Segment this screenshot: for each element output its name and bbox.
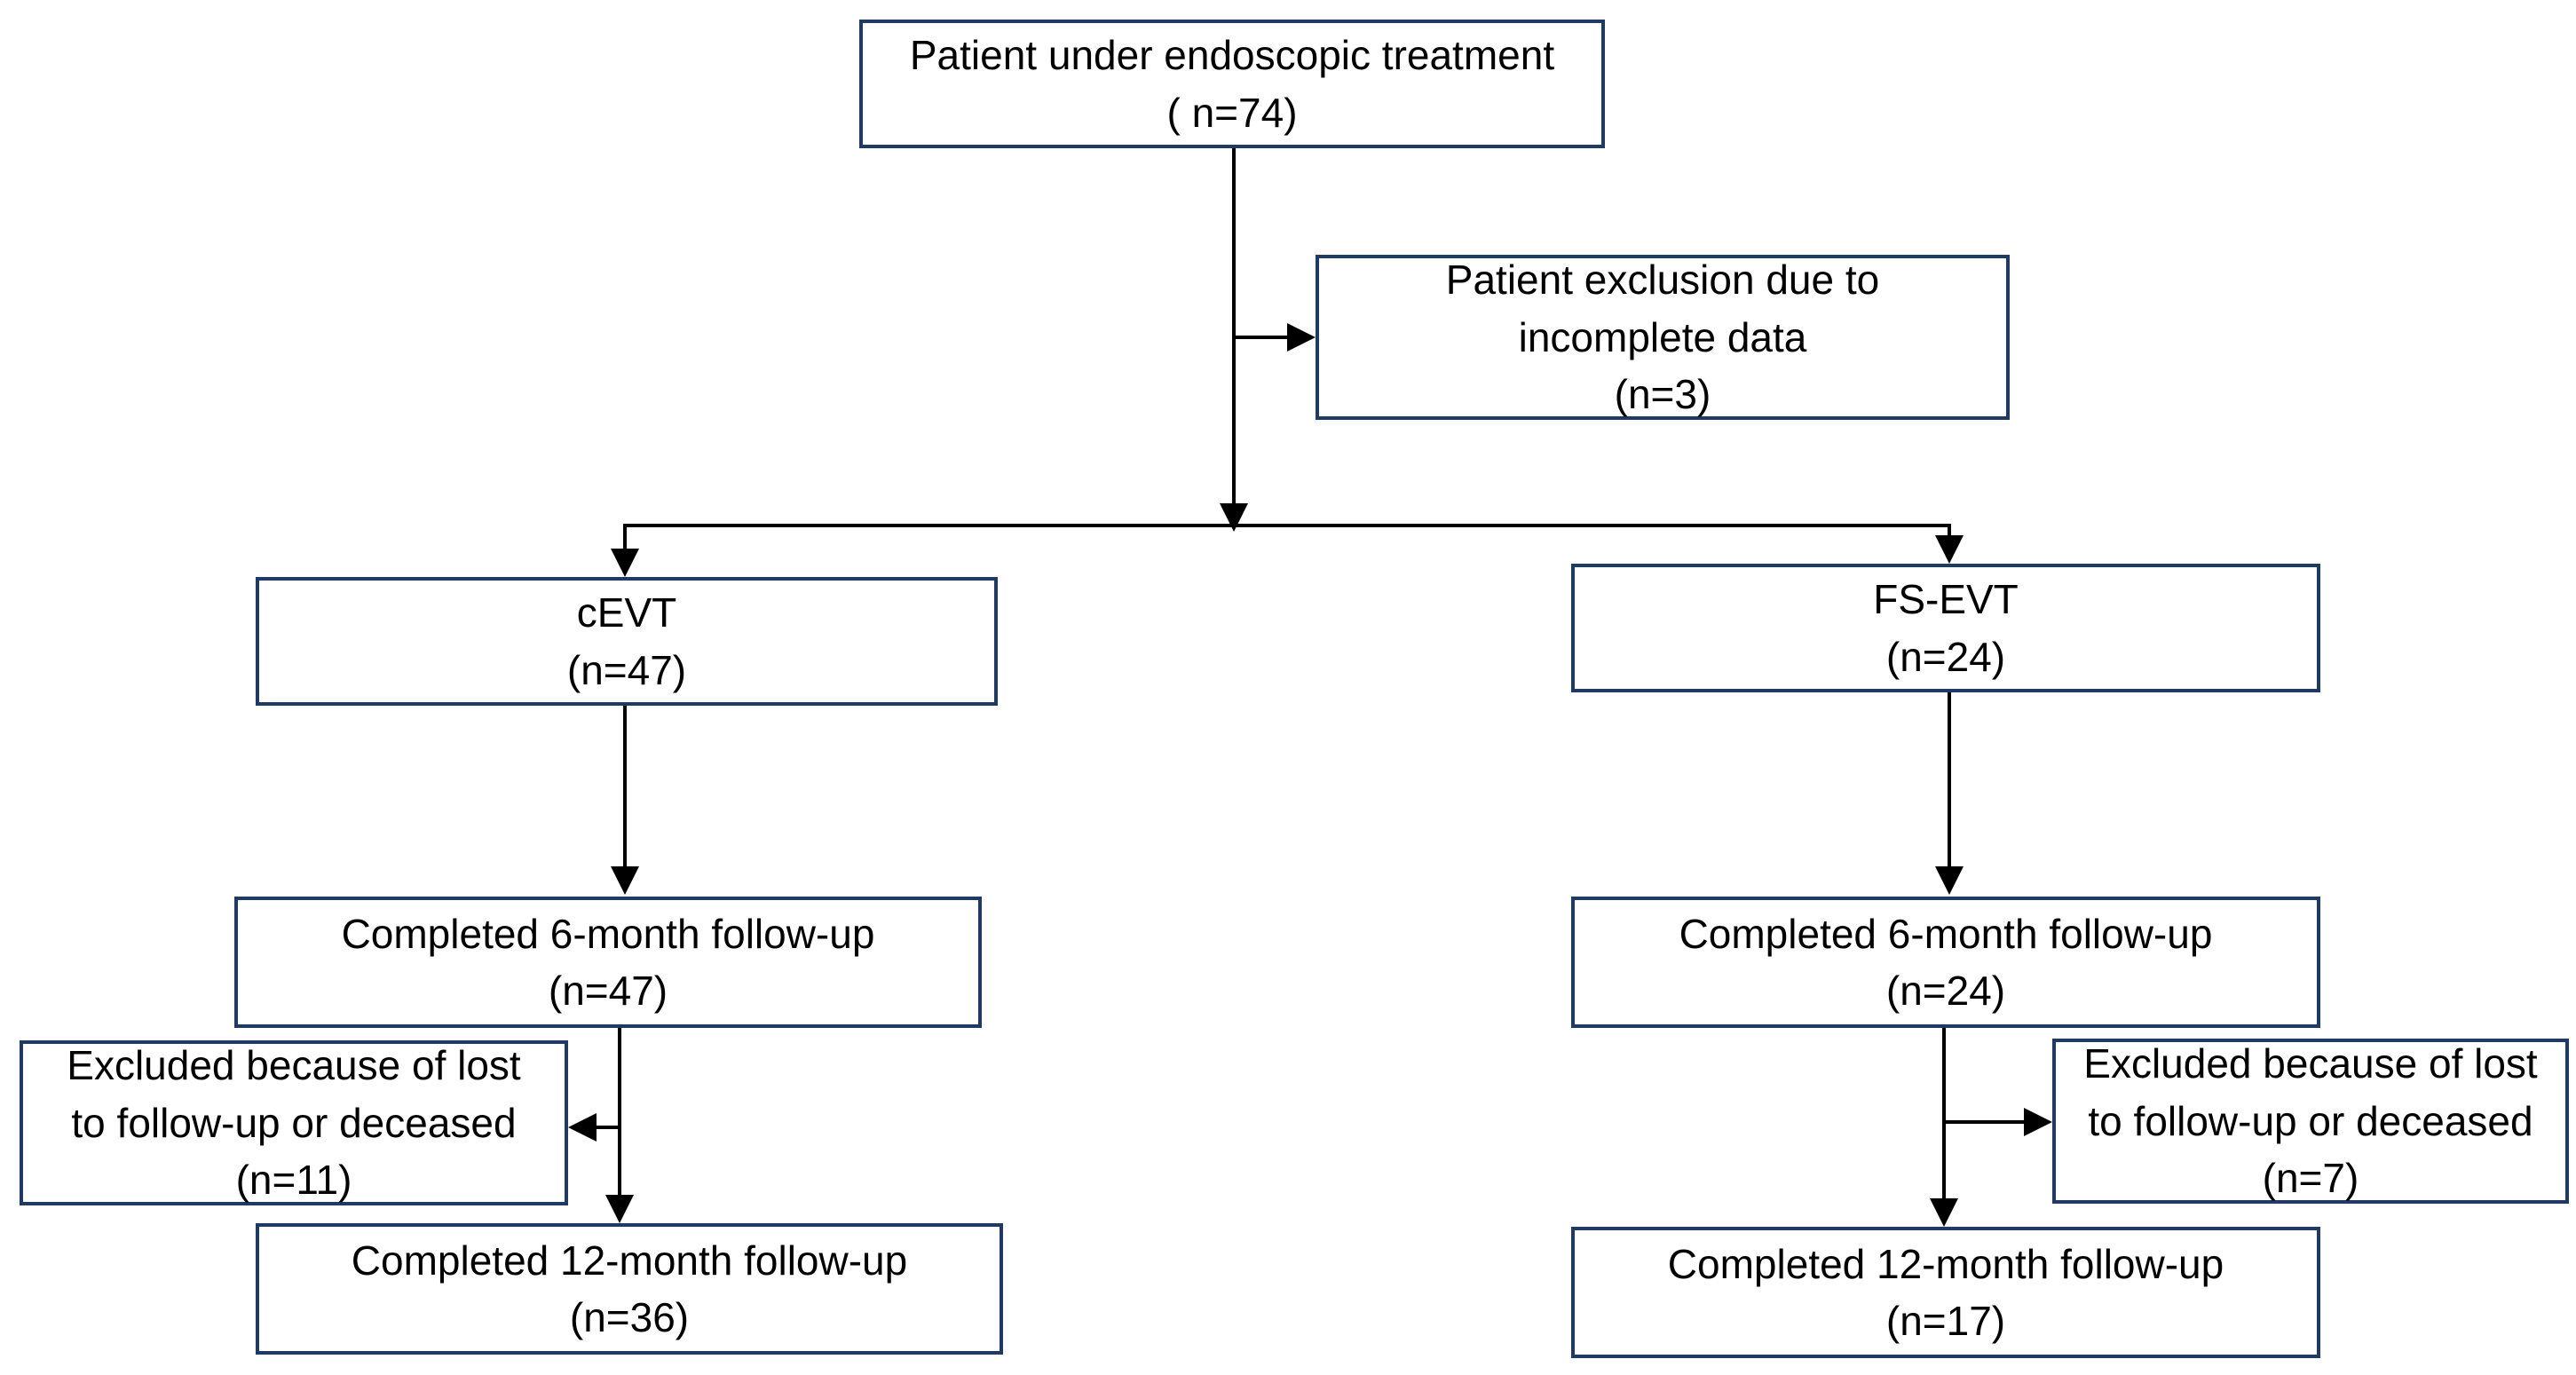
cevt-count: (n=47) <box>566 646 687 693</box>
exclusion-reason-line1: Patient exclusion due to <box>1445 257 1880 304</box>
fsevt-excluded-count: (n=7) <box>2262 1155 2359 1202</box>
exclusion-box: Patient exclusion due to incomplete data… <box>1316 255 2010 420</box>
fsevt-excluded-line1: Excluded because of lost <box>2083 1040 2538 1087</box>
fsevt-6m-count: (n=24) <box>1885 968 2006 1014</box>
exclusion-reason-line2: incomplete data <box>1518 313 1807 360</box>
start-count: ( n=74) <box>1166 89 1298 136</box>
cevt-excluded-line2: to follow-up or deceased <box>71 1099 517 1146</box>
cevt-6m-title: Completed 6-month follow-up <box>341 910 875 957</box>
cevt-12m-title: Completed 12-month follow-up <box>351 1237 908 1284</box>
fsevt-excluded-line2: to follow-up or deceased <box>2088 1097 2533 1144</box>
cevt-12m-box: Completed 12-month follow-up (n=36) <box>256 1223 1003 1355</box>
cevt-excluded-box: Excluded because of lost to follow-up or… <box>20 1040 568 1205</box>
fsevt-12m-box: Completed 12-month follow-up (n=17) <box>1571 1227 2320 1358</box>
fsevt-count: (n=24) <box>1885 633 2006 680</box>
fsevt-12m-title: Completed 12-month follow-up <box>1667 1240 2224 1287</box>
cevt-excluded-line1: Excluded because of lost <box>67 1042 521 1089</box>
fsevt-box: FS-EVT (n=24) <box>1571 564 2320 692</box>
fsevt-excluded-box: Excluded because of lost to follow-up or… <box>2052 1039 2569 1204</box>
cevt-title: cEVT <box>576 589 677 636</box>
start-box: Patient under endoscopic treatment ( n=7… <box>859 20 1605 148</box>
cevt-6m-count: (n=47) <box>548 968 668 1014</box>
fsevt-12m-count: (n=17) <box>1885 1298 2006 1344</box>
cevt-12m-count: (n=36) <box>569 1294 690 1340</box>
cevt-excluded-count: (n=11) <box>235 1157 352 1204</box>
exclusion-count: (n=3) <box>1614 371 1711 418</box>
start-title: Patient under endoscopic treatment <box>909 32 1555 79</box>
cevt-6m-box: Completed 6-month follow-up (n=47) <box>234 897 982 1028</box>
fsevt-title: FS-EVT <box>1873 576 2019 623</box>
cevt-box: cEVT (n=47) <box>256 577 998 706</box>
fsevt-6m-title: Completed 6-month follow-up <box>1679 910 2213 957</box>
fsevt-6m-box: Completed 6-month follow-up (n=24) <box>1571 897 2320 1028</box>
